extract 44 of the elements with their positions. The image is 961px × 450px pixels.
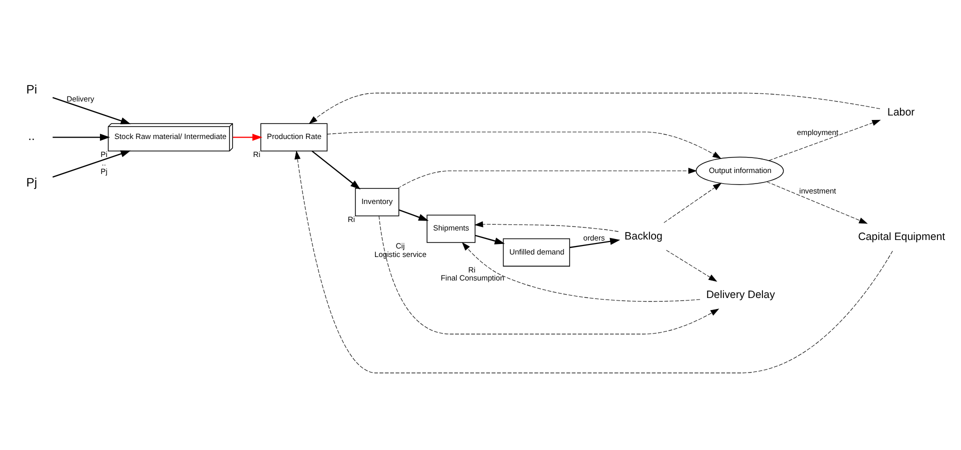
arrow	[666, 250, 718, 282]
arrow	[664, 182, 722, 223]
node-box: Inventory	[354, 188, 400, 216]
node-label: Cij	[396, 242, 405, 251]
arrow	[766, 182, 868, 224]
arrow	[768, 120, 881, 161]
node-label: Pi	[100, 150, 108, 160]
edge-label: Delivery	[66, 94, 94, 104]
arrow	[232, 134, 262, 141]
node-text: Backlog	[624, 230, 662, 242]
node-text: Pi	[26, 82, 38, 97]
node-text: Delivery Delay	[706, 288, 775, 301]
node-label: Logistic service	[374, 250, 426, 260]
arrow	[398, 168, 698, 189]
arrow	[52, 150, 131, 178]
node-ellipse: Output information	[696, 156, 784, 185]
node-box: Shipments	[426, 214, 476, 243]
arrow	[312, 150, 360, 190]
edge-label: employment	[796, 128, 838, 138]
edge-label: orders	[583, 233, 605, 242]
arrow	[52, 134, 110, 141]
node-label: Pj	[100, 166, 108, 176]
arrow	[294, 150, 893, 374]
node-text: ..	[28, 129, 35, 144]
arrow	[52, 96, 131, 124]
arrow	[570, 238, 620, 248]
node-label: Ri	[348, 214, 355, 224]
node-text: Pj	[26, 176, 38, 190]
arrow	[378, 216, 720, 334]
node-text: Capital Equipment	[858, 231, 946, 244]
node-label: Ri	[253, 150, 260, 160]
edge-label: investment	[799, 186, 836, 196]
arrow	[398, 209, 429, 221]
arrow	[474, 221, 619, 232]
node-box: Production Rate	[260, 123, 328, 152]
arrow	[475, 234, 505, 244]
node-text: Labor	[887, 106, 915, 119]
arrow	[462, 242, 700, 302]
node-label: Final Consumption	[440, 274, 504, 283]
node-box: Unfilled demand	[502, 238, 570, 267]
node-label: ..	[102, 158, 106, 168]
node-label: Ri	[468, 265, 476, 274]
arrow	[326, 132, 722, 159]
arrow	[308, 92, 880, 124]
